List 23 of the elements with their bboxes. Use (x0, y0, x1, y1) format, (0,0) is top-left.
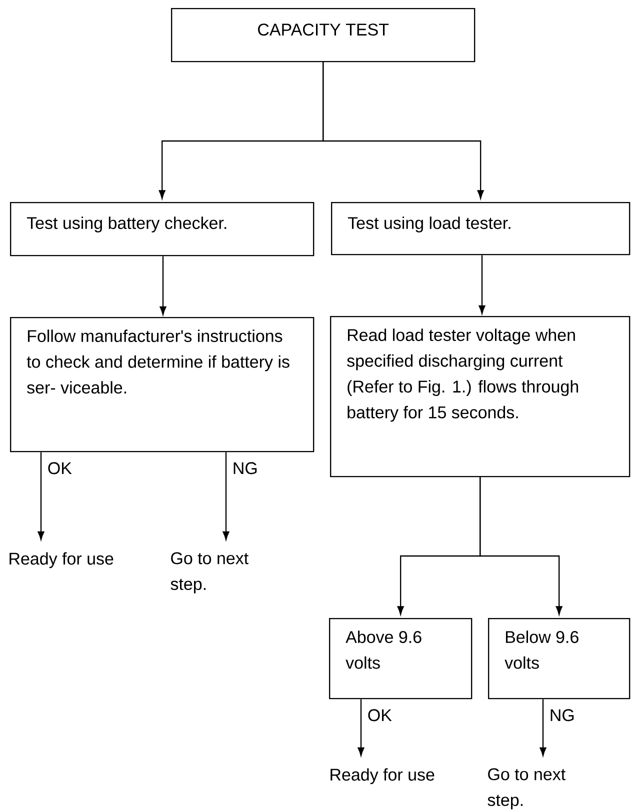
result-text: Go to next step. (488, 768, 566, 810)
edge-label: NG (548, 708, 576, 722)
result-text: Go to next step. (170, 552, 248, 594)
arrow (358, 699, 364, 756)
result-text: Ready for use (10, 552, 114, 568)
arrow (160, 256, 166, 315)
process-box: CAPACITY TEST (171, 8, 476, 62)
edge-label: NG (231, 461, 260, 476)
edge-label: OK (46, 461, 74, 476)
edge-label: OK (366, 708, 394, 722)
condition-box: Below 9.6 volts (488, 618, 630, 700)
arrow (322, 62, 484, 199)
condition-box: Above 9.6 volts (329, 618, 472, 700)
process-box: Read load tester voltage when specified discharging current (Refer to Fig. 1.) flows through battery for 15 seconds. (330, 316, 630, 478)
process-box: Test using load tester. (331, 202, 630, 256)
arrow (478, 255, 486, 314)
arrow (480, 477, 562, 615)
arrow (540, 699, 546, 756)
result-text: Ready for use (330, 768, 434, 784)
process-box: Test using battery checker. (10, 202, 314, 256)
arrow (38, 452, 44, 540)
arrow (222, 452, 230, 540)
process-box: Follow manufacturer's instructions to check and determine if battery is ser- viceable. (10, 317, 314, 452)
